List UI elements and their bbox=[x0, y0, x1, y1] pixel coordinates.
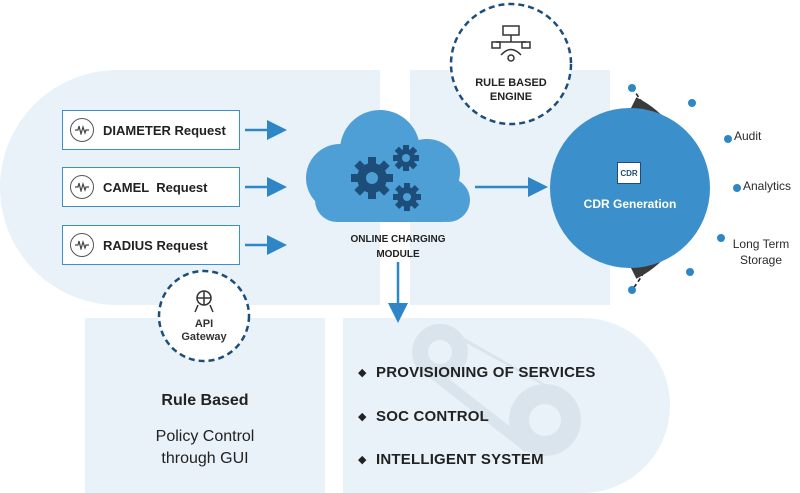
diamond-bullet-icon: ◆ bbox=[358, 411, 367, 423]
output-dots bbox=[628, 84, 741, 294]
ocm-label-line2: MODULE bbox=[376, 249, 420, 260]
policy-line1: Policy Control bbox=[155, 428, 255, 445]
diamond-bullet-icon: ◆ bbox=[358, 454, 367, 466]
cdr-circle bbox=[550, 108, 710, 268]
output-long-term-storage: Long Term Storage bbox=[732, 237, 790, 267]
waveform-icon bbox=[70, 118, 94, 142]
rule-engine-label: RULE BASED ENGINE bbox=[461, 76, 561, 104]
policy-title: Rule Based bbox=[161, 392, 249, 409]
output-analytics: Analytics bbox=[743, 179, 792, 193]
flowchart-gear-icon bbox=[491, 25, 531, 62]
feature-provisioning: ◆ PROVISIONING OF SERVICES bbox=[358, 364, 596, 381]
ocm-label-line1: ONLINE CHARGING bbox=[350, 234, 446, 245]
waveform-icon bbox=[70, 175, 94, 199]
api-gateway-line1: API bbox=[194, 318, 214, 330]
camel-request-label: CAMEL Request bbox=[103, 179, 208, 195]
rule-engine-ring bbox=[449, 2, 573, 126]
rule-engine-line2: ENGINE bbox=[489, 91, 533, 103]
api-gateway-ring bbox=[157, 269, 251, 363]
radius-request-box: RADIUS Request bbox=[62, 225, 240, 265]
gears-icon bbox=[351, 145, 421, 211]
diameter-request-label: DIAMETER Request bbox=[103, 122, 226, 138]
cdr-generation-label: CDR Generation bbox=[583, 197, 677, 211]
rule-engine-line1: RULE BASED bbox=[475, 77, 547, 89]
radius-request-label: RADIUS Request bbox=[103, 237, 208, 253]
feature-soc-control-label: SOC CONTROL bbox=[376, 408, 490, 425]
policy-line2: through GUI bbox=[161, 450, 249, 467]
feature-provisioning-label: PROVISIONING OF SERVICES bbox=[376, 364, 596, 381]
api-gateway-label: API Gateway bbox=[164, 318, 244, 344]
feature-intelligent-system-label: INTELLIGENT SYSTEM bbox=[376, 451, 544, 468]
ocm-label: ONLINE CHARGING MODULE bbox=[318, 232, 478, 262]
watermark-gears-icon bbox=[412, 324, 581, 456]
feature-intelligent-system: ◆ INTELLIGENT SYSTEM bbox=[358, 451, 544, 468]
network-node-icon bbox=[194, 290, 214, 313]
output-audit: Audit bbox=[734, 129, 762, 143]
api-gateway-line2: Gateway bbox=[181, 331, 227, 343]
features-panel bbox=[343, 318, 670, 493]
camel-request-box: CAMEL Request bbox=[62, 167, 240, 207]
waveform-icon bbox=[70, 233, 94, 257]
cdr-document-icon: CDR bbox=[617, 162, 641, 184]
feature-soc-control: ◆ SOC CONTROL bbox=[358, 408, 489, 425]
diameter-request-box: DIAMETER Request bbox=[62, 110, 240, 150]
diamond-bullet-icon: ◆ bbox=[358, 367, 367, 379]
cdr-badge: CDR bbox=[620, 168, 638, 178]
